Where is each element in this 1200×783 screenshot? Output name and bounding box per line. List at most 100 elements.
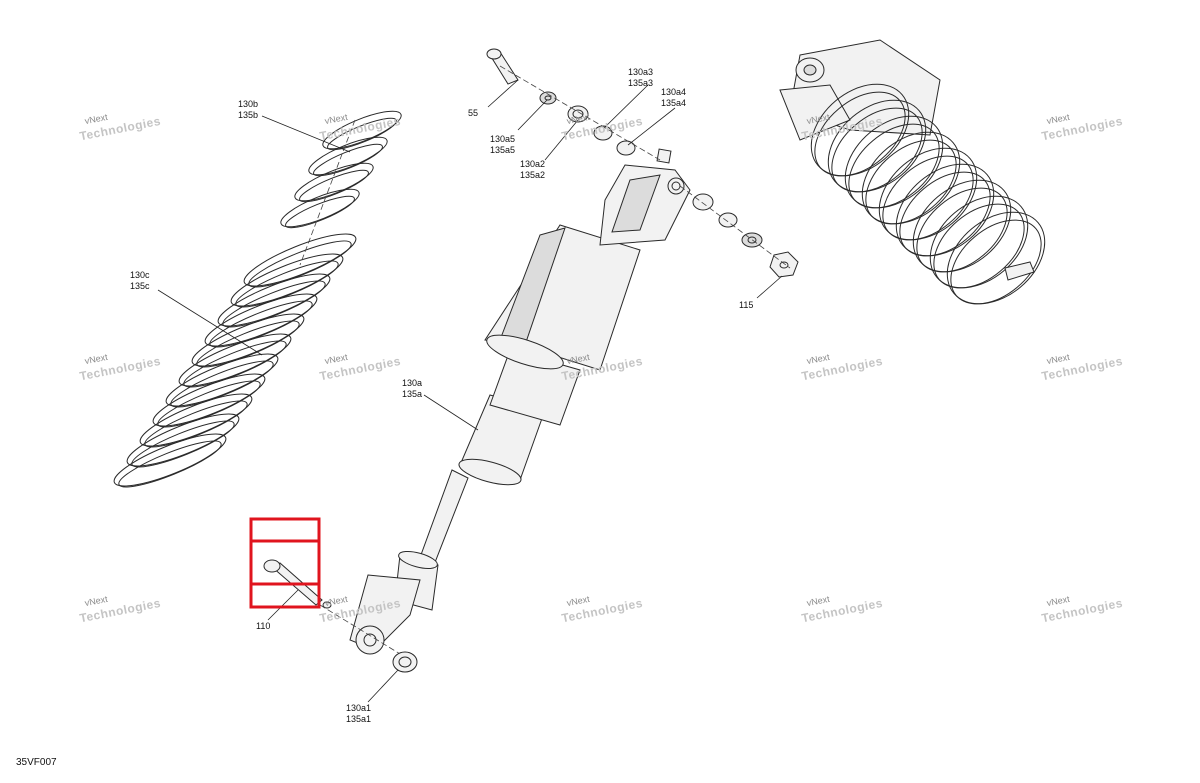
callout-115[interactable]: 115 [739, 300, 753, 311]
spring-coil [178, 333, 292, 387]
callout-130a2[interactable]: 130a2 135a2 [520, 159, 545, 181]
callout-label: 135a [402, 389, 423, 399]
callout-label: 135a1 [346, 714, 372, 724]
callout-label: 130a5 [490, 134, 516, 144]
right-bushing[interactable] [741, 232, 763, 248]
spring-coil [170, 360, 274, 408]
right-hardware-axis [679, 185, 791, 269]
spring-coil [248, 240, 352, 288]
callout-label: 130a1 [346, 703, 372, 713]
spring-coil [118, 440, 222, 488]
spring-coils [113, 110, 402, 488]
leader-130a2 [544, 119, 579, 161]
spring-coil [230, 253, 344, 307]
highlight-box-110[interactable] [249, 517, 321, 609]
spring-coil [217, 273, 331, 327]
leader-130a4 [627, 107, 676, 146]
shock-lower-ring [458, 458, 522, 486]
callout-label: 130a4 [661, 87, 687, 97]
callout-130b[interactable]: 130b 135b [238, 99, 258, 121]
callout-label: 135a5 [490, 145, 516, 155]
callout-label: 130c [130, 270, 150, 280]
right-washer-1[interactable] [692, 193, 714, 211]
callout-label: 110 [256, 621, 271, 631]
shock-absorber[interactable] [349, 148, 691, 655]
highlight-outer [249, 517, 321, 609]
leader-55 [487, 79, 519, 108]
spring-coil [235, 260, 339, 308]
upper-bolt[interactable] [486, 48, 519, 85]
assembled-coil [946, 211, 1046, 305]
leader-130a5 [517, 99, 548, 131]
spring-coil [152, 373, 266, 427]
shock-lower-eyelet [355, 625, 385, 655]
callout-55[interactable]: 55 [468, 108, 478, 119]
assembled-shock[interactable] [779, 39, 1063, 322]
leader-130a [423, 394, 479, 431]
assembled-coil [912, 179, 1012, 273]
callout-label: 130b [238, 99, 259, 109]
callout-label: 130a [402, 378, 423, 388]
spring-coil [139, 393, 253, 447]
assembled-coil [929, 195, 1029, 289]
spring-coil [196, 320, 300, 368]
assembled-coil [882, 155, 974, 241]
callout-label: 55 [468, 108, 479, 118]
upper-bearing[interactable] [567, 105, 589, 123]
leader-130c [157, 289, 263, 356]
shock-upper-eyelet [667, 177, 685, 195]
spring-coil [113, 433, 227, 487]
spring-coil [131, 420, 235, 468]
assembled-lower-stud [1004, 261, 1035, 281]
figure-code: 35VF007 [16, 757, 57, 768]
assembled-coil [810, 83, 910, 177]
right-washer-2[interactable] [718, 212, 738, 228]
upper-washer[interactable] [593, 125, 613, 141]
spring-coil [299, 169, 369, 203]
assembled-coil [950, 219, 1042, 305]
assembled-coil [861, 131, 961, 225]
assembled-spring [810, 83, 1046, 305]
callout-130a4[interactable]: 130a4 135a4 [661, 87, 686, 109]
assembled-coil [895, 163, 995, 257]
lower-bushing-body [392, 651, 418, 673]
upper-bearing-body [567, 105, 589, 123]
shock-lower-eyelet-bore [363, 633, 377, 647]
callout-110[interactable]: 110 [256, 621, 270, 632]
spring-coil [280, 188, 360, 228]
assembled-coil [933, 203, 1025, 289]
callout-label: 135a4 [661, 98, 687, 108]
leader-115 [756, 275, 783, 299]
lower-bolt-tip [322, 601, 332, 609]
lower-bushing[interactable] [392, 651, 418, 673]
right-bushing-bore [747, 236, 757, 244]
assembled-coil [865, 139, 957, 225]
upper-bushing-body [539, 91, 557, 105]
assembled-top-mount [779, 84, 851, 141]
callout-130c[interactable]: 130c 135c [130, 270, 150, 292]
callout-130a5[interactable]: 130a5 135a5 [490, 134, 515, 156]
spring-coil [126, 413, 240, 467]
spring-coil [322, 110, 402, 150]
assembled-coil [844, 115, 944, 209]
spring-coil [209, 300, 313, 348]
callout-130a3[interactable]: 130a3 135a3 [628, 67, 653, 89]
shock-upper-head-shade [611, 174, 661, 233]
upper-bushing[interactable] [539, 91, 557, 105]
shock-seat-ring [398, 550, 438, 570]
callout-label: 130a3 [628, 67, 654, 77]
lock-nut-bore [779, 261, 789, 269]
spring-coil [285, 195, 355, 229]
spring-coil [222, 280, 326, 328]
assembled-coil [878, 147, 978, 241]
upper-bolt-head [486, 48, 502, 60]
callout-label: 115 [739, 300, 754, 310]
assembled-cap-center [803, 64, 817, 76]
upper-seal-ring[interactable] [616, 140, 636, 156]
callout-130a[interactable]: 130a 135a [402, 378, 422, 400]
spring-coil [144, 400, 248, 448]
coil-spring[interactable] [109, 104, 405, 495]
assembled-coil [916, 187, 1008, 273]
callout-130a1[interactable]: 130a1 135a1 [346, 703, 371, 725]
